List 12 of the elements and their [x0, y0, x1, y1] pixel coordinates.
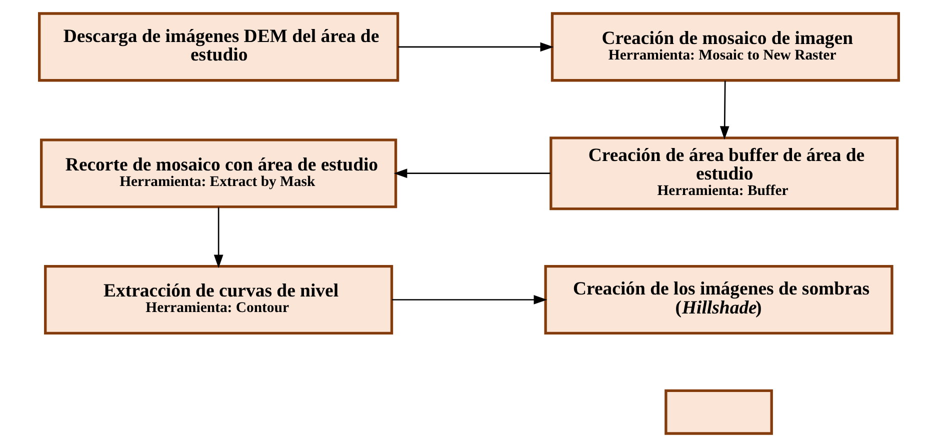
arrow — [398, 42, 554, 52]
node-box: Creación de mosaico de imagen Herramienta: Mosaic to New Raster — [550, 12, 900, 82]
arrow — [394, 168, 550, 178]
node-box — [664, 389, 773, 435]
arrow — [214, 207, 224, 268]
arrow — [720, 80, 730, 140]
arrow — [392, 295, 548, 304]
node-box: Creación de los imágenes de sombras (Hillshade) — [544, 264, 894, 334]
node-box: Creación de área buffer de área de estudio Herramienta: Buffer — [550, 136, 899, 210]
node-box: Recorte de mosaico con área de estudio Herramienta: Extract by Mask — [40, 138, 398, 208]
node-box: Descarga de imágenes DEM del área de estudio — [38, 12, 400, 82]
node-box: Extracción de curvas de nivel Herramienta: Contour — [44, 264, 394, 334]
